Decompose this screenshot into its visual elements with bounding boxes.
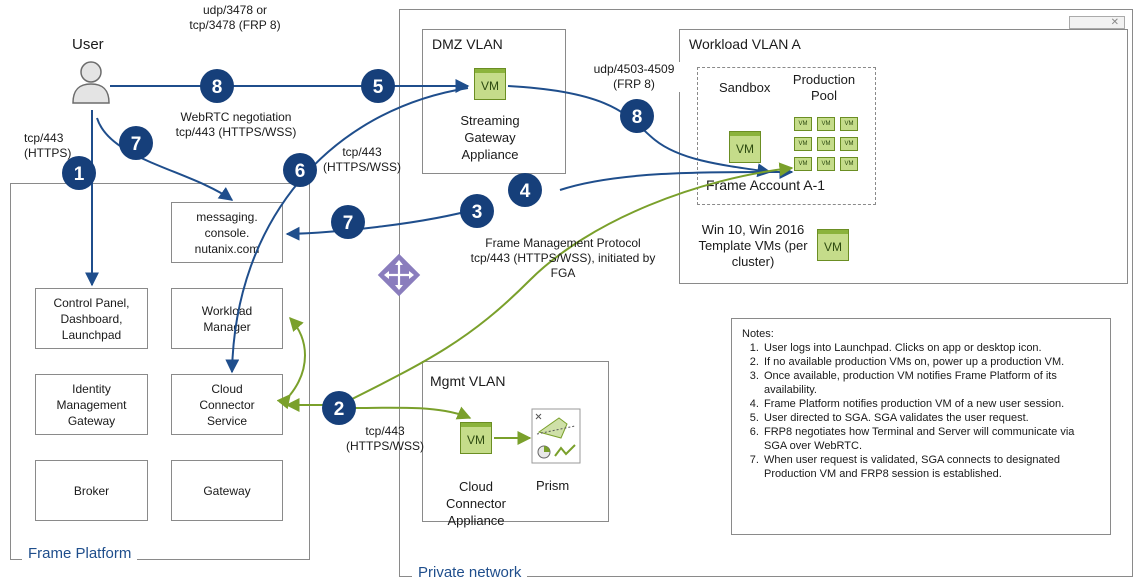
note-item: User logs into Launchpad. Clicks on app …	[762, 341, 1100, 355]
control-panel-box: Control Panel, Dashboard, Launchpad	[35, 288, 148, 349]
gateway-box: Gateway	[171, 460, 283, 521]
frame-account-region	[697, 67, 876, 205]
note-item: Once available, production VM notifies F…	[762, 369, 1100, 397]
pool-vm-icon: VM	[840, 117, 858, 131]
pool-vm-icon: VM	[817, 157, 835, 171]
identity-gateway-box: Identity Management Gateway	[35, 374, 148, 435]
sga-label: Streaming Gateway Appliance	[460, 113, 520, 162]
pool-vm-icon: VM	[817, 117, 835, 131]
prism-label: Prism	[536, 478, 570, 493]
workload-vlan-title: Workload VLAN A	[689, 36, 801, 52]
cca-vm-icon: VM	[460, 422, 492, 454]
workload-vlan-region	[679, 29, 1128, 284]
pool-vm-icon: VM	[794, 117, 812, 131]
webrtc-label: WebRTC negotiation tcp/443 (HTTPS/WSS)	[175, 110, 297, 139]
udp3478-label: udp/3478 or tcp/3478 (FRP 8)	[189, 3, 281, 32]
step-7-user: 7	[131, 134, 142, 155]
step-8-user: 8	[212, 77, 223, 98]
tcp443-https-label: tcp/443 (HTTPS)	[24, 131, 72, 160]
fmp-label: Frame Management Protocol tcp/443 (HTTPS…	[470, 236, 656, 280]
mgmt-vlan-title: Mgmt VLAN	[430, 373, 506, 389]
sandbox-vm-icon: VM	[729, 131, 761, 163]
messaging-box: messaging. console. nutanix.com	[171, 202, 283, 263]
note-item: Frame Platform notifies production VM of…	[762, 397, 1100, 411]
template-vm-icon: VM	[817, 229, 849, 261]
pool-vm-icon: VM	[840, 157, 858, 171]
close-icon[interactable]: ✕	[1069, 16, 1125, 29]
workload-manager-box: Workload Manager	[171, 288, 283, 349]
step-5: 5	[373, 77, 384, 98]
user-title: User	[72, 36, 104, 53]
frame-account-title: Frame Account A-1	[706, 177, 826, 193]
pool-vm-icon: VM	[794, 157, 812, 171]
note-item: FRP8 negotiates how Terminal and Server …	[762, 425, 1100, 453]
step-1: 1	[74, 164, 85, 185]
note-item: User directed to SGA. SGA validates the …	[762, 411, 1100, 425]
step-8-workload: 8	[632, 107, 643, 128]
notes-heading: Notes:	[742, 328, 774, 340]
broker-box: Broker	[35, 460, 148, 521]
note-item: When user request is validated, SGA conn…	[762, 453, 1100, 481]
sandbox-label: Sandbox	[719, 80, 771, 95]
udp4503-label: udp/4503-4509 (FRP 8)	[586, 62, 682, 92]
templates-label: Win 10, Win 2016 Template VMs (per clust…	[698, 222, 808, 269]
sga-vm-icon: VM	[474, 68, 506, 100]
mgmt-vlan-region	[422, 361, 609, 522]
step-7-messaging: 7	[343, 213, 354, 234]
step-4: 4	[520, 181, 531, 202]
router-icon	[377, 253, 421, 297]
tcp443-wss-label-a: tcp/443 (HTTPS/WSS)	[323, 145, 401, 174]
pool-vm-icon: VM	[840, 137, 858, 151]
pool-vm-icon: VM	[817, 137, 835, 151]
private-network-title: Private network	[412, 564, 528, 581]
dmz-vlan-title: DMZ VLAN	[432, 36, 503, 52]
cloud-connector-service-box: Cloud Connector Service	[171, 374, 283, 435]
step-2: 2	[334, 399, 345, 420]
cca-label: Cloud Connector Appliance	[446, 479, 506, 528]
production-pool-label: Production Pool	[792, 72, 856, 103]
user-icon	[72, 61, 110, 104]
pool-vm-icon: VM	[794, 137, 812, 151]
dmz-vlan-region	[422, 29, 566, 174]
step-3: 3	[472, 202, 483, 223]
frame-platform-title: Frame Platform	[22, 545, 138, 562]
step-6: 6	[295, 161, 306, 182]
notes-panel: Notes: User logs into Launchpad. Clicks …	[731, 318, 1111, 535]
prism-icon	[531, 408, 581, 464]
note-item: If no available production VMs on, power…	[762, 355, 1100, 369]
frame-platform-region	[10, 183, 310, 560]
tcp443-wss-label-b: tcp/443 (HTTPS/WSS)	[346, 424, 424, 453]
